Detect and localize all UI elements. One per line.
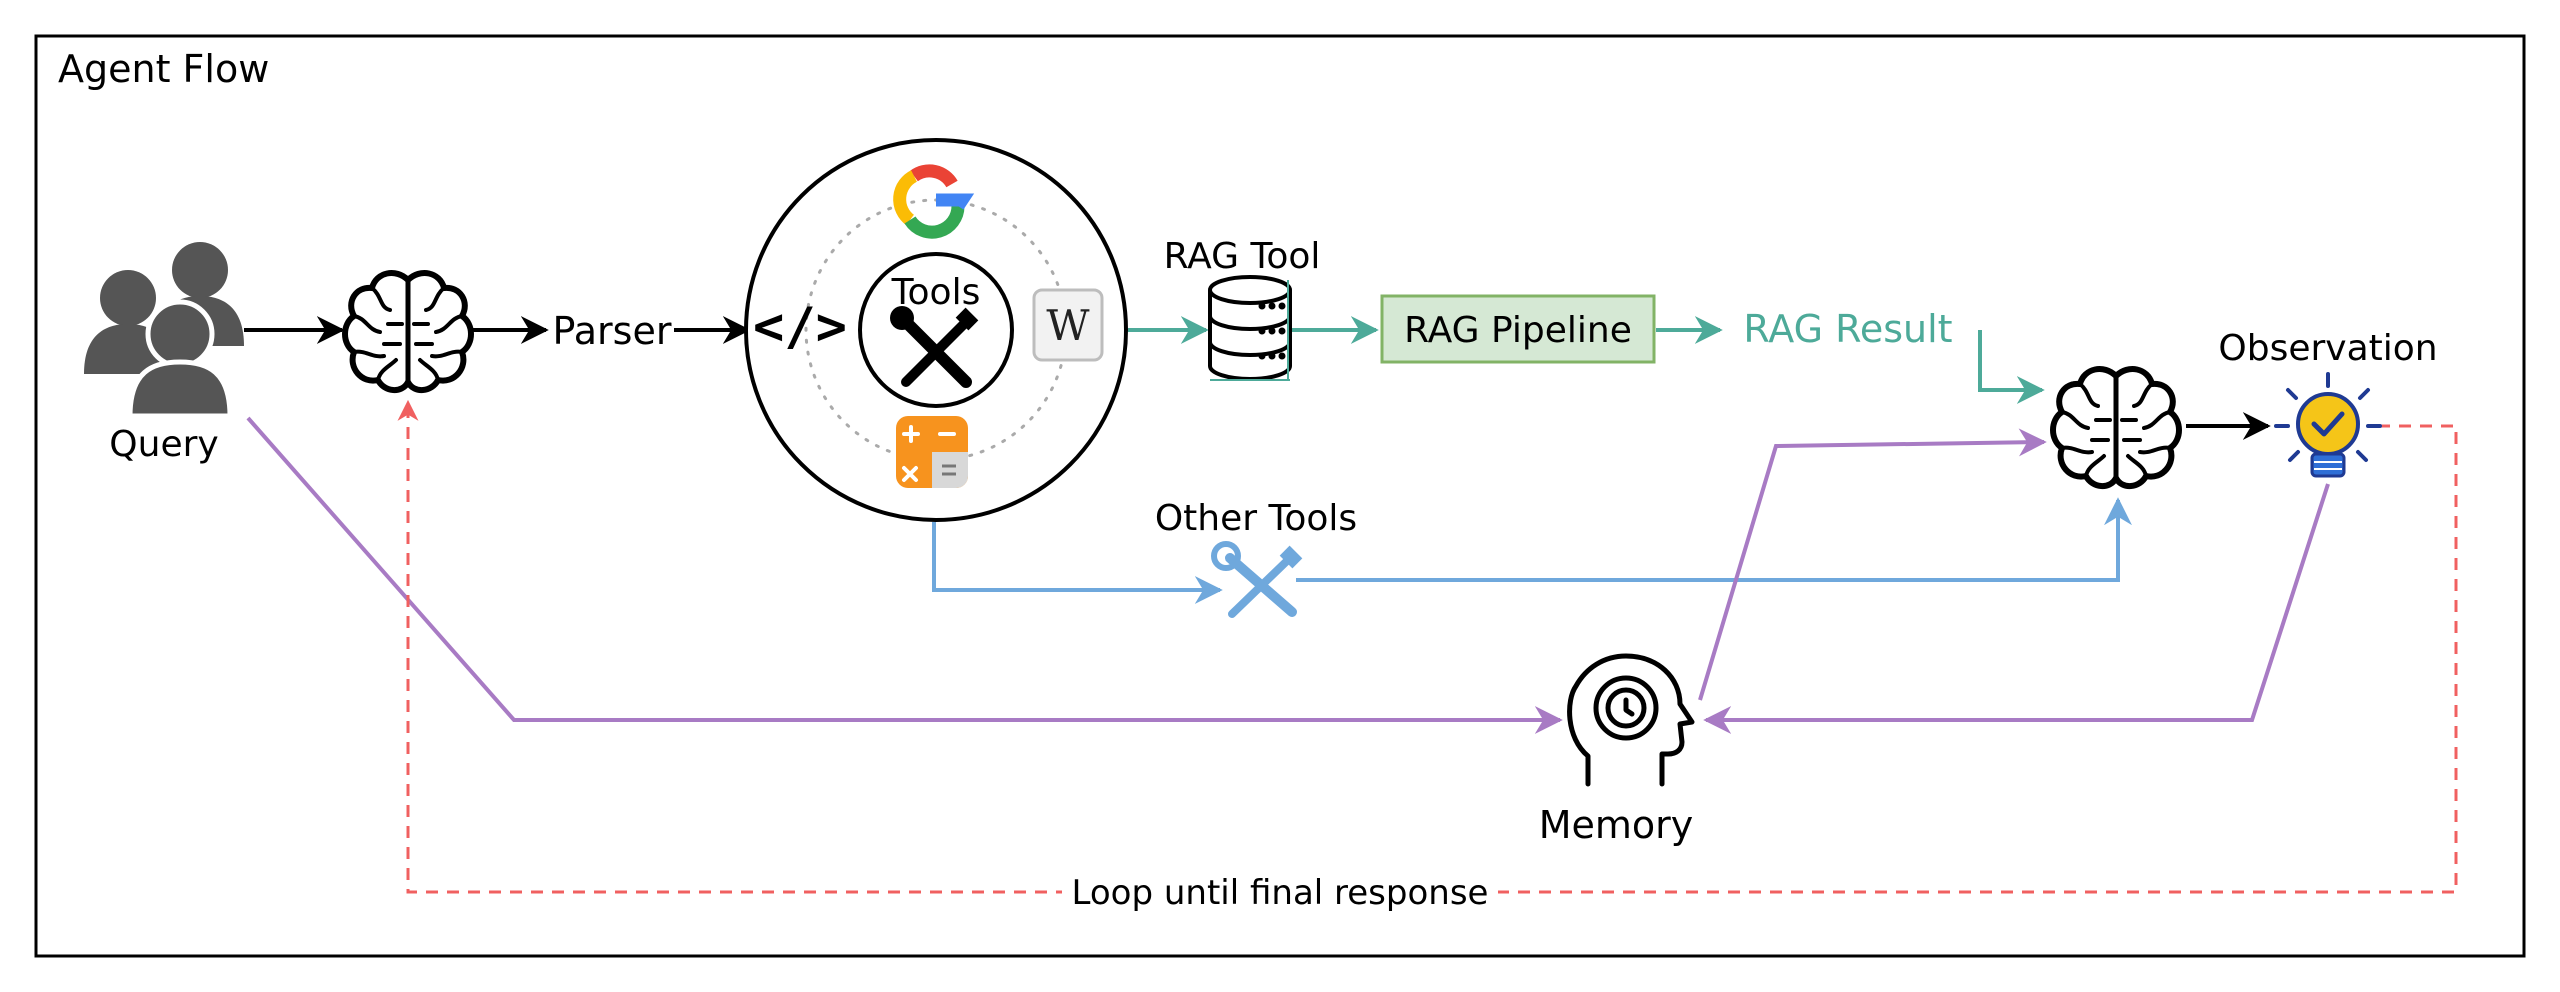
code-icon: </> — [753, 297, 847, 357]
wrench-icon — [1211, 541, 1303, 618]
wikipedia-icon: W — [1032, 288, 1104, 362]
memory-head-icon — [1567, 653, 1695, 787]
parser-label: Parser — [553, 309, 672, 353]
loop-arrow — [397, 399, 2458, 894]
users-icon — [84, 242, 244, 419]
arrow-memory-brain — [1698, 428, 2047, 701]
query-label: Query — [109, 424, 218, 465]
frame — [34, 34, 2526, 958]
diagram-title: Agent Flow — [58, 47, 269, 91]
calculator-icon — [896, 416, 968, 488]
tools-icon — [890, 306, 979, 388]
tools-label: Tools — [891, 272, 981, 313]
rag-pipeline-label: RAG Pipeline — [1404, 310, 1632, 351]
wikipedia-letter: W — [1046, 301, 1090, 350]
memory-label: Memory — [1539, 803, 1694, 847]
brain-icon-2 — [2053, 369, 2179, 486]
google-icon — [893, 164, 975, 239]
arrow-tools-othertools — [932, 522, 1223, 604]
arrow-query-memory — [246, 416, 1563, 734]
rag-result-label: RAG Result — [1743, 307, 1952, 351]
arrow-result-brain — [1978, 330, 2045, 404]
arrow-othertools-brain — [1296, 497, 2132, 582]
loop-label-bg — [1062, 870, 1498, 914]
database-icon — [1208, 275, 1292, 381]
arrow-observation-memory — [1703, 483, 2330, 734]
observation-label: Observation — [2218, 328, 2437, 369]
other-tools-label: Other Tools — [1155, 498, 1357, 539]
lightbulb-icon — [2274, 372, 2382, 478]
rag-tool-label: RAG Tool — [1164, 236, 1321, 277]
loop-label: Loop until final response — [1072, 873, 1489, 913]
brain-icon — [345, 273, 471, 390]
rag-pipeline-box — [1380, 294, 1656, 364]
